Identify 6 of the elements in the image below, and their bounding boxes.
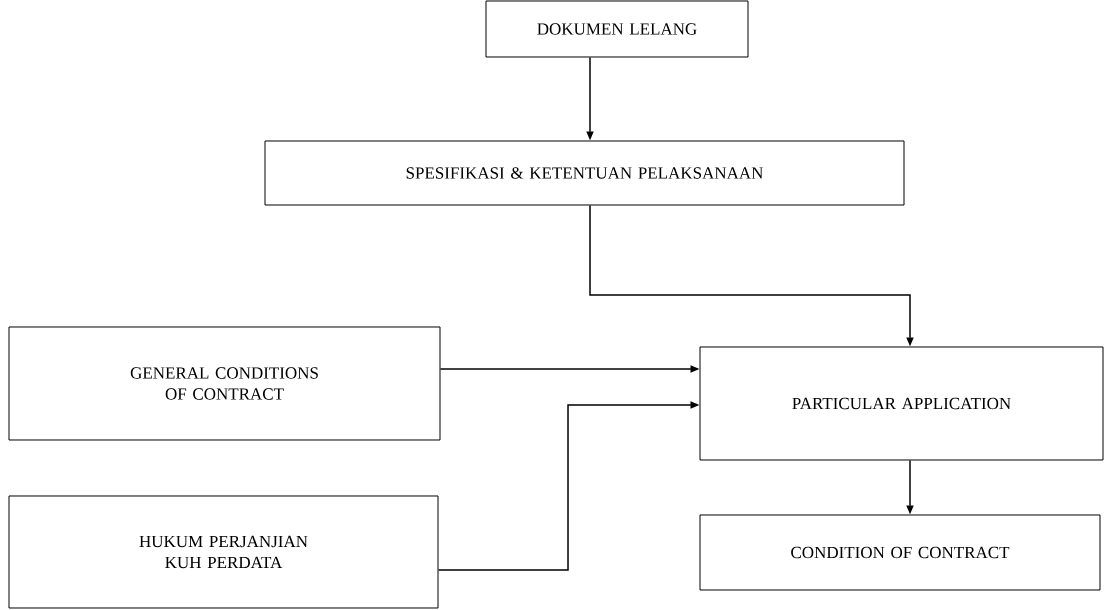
text-box: DOKUMEN LELANG bbox=[485, 0, 749, 58]
text-box: GENERAL CONDITIONS OF CONTRACT bbox=[8, 326, 441, 441]
text-box: CONDITION OF CONTRACT bbox=[699, 514, 1101, 591]
text-box: SPESIFIKASI & KETENTUAN PELAKSANAAN bbox=[264, 140, 905, 206]
text-box: HUKUM PERJANJIAN KUH PERDATA bbox=[8, 495, 439, 609]
text-box: PARTICULAR APPLICATION bbox=[699, 346, 1104, 461]
